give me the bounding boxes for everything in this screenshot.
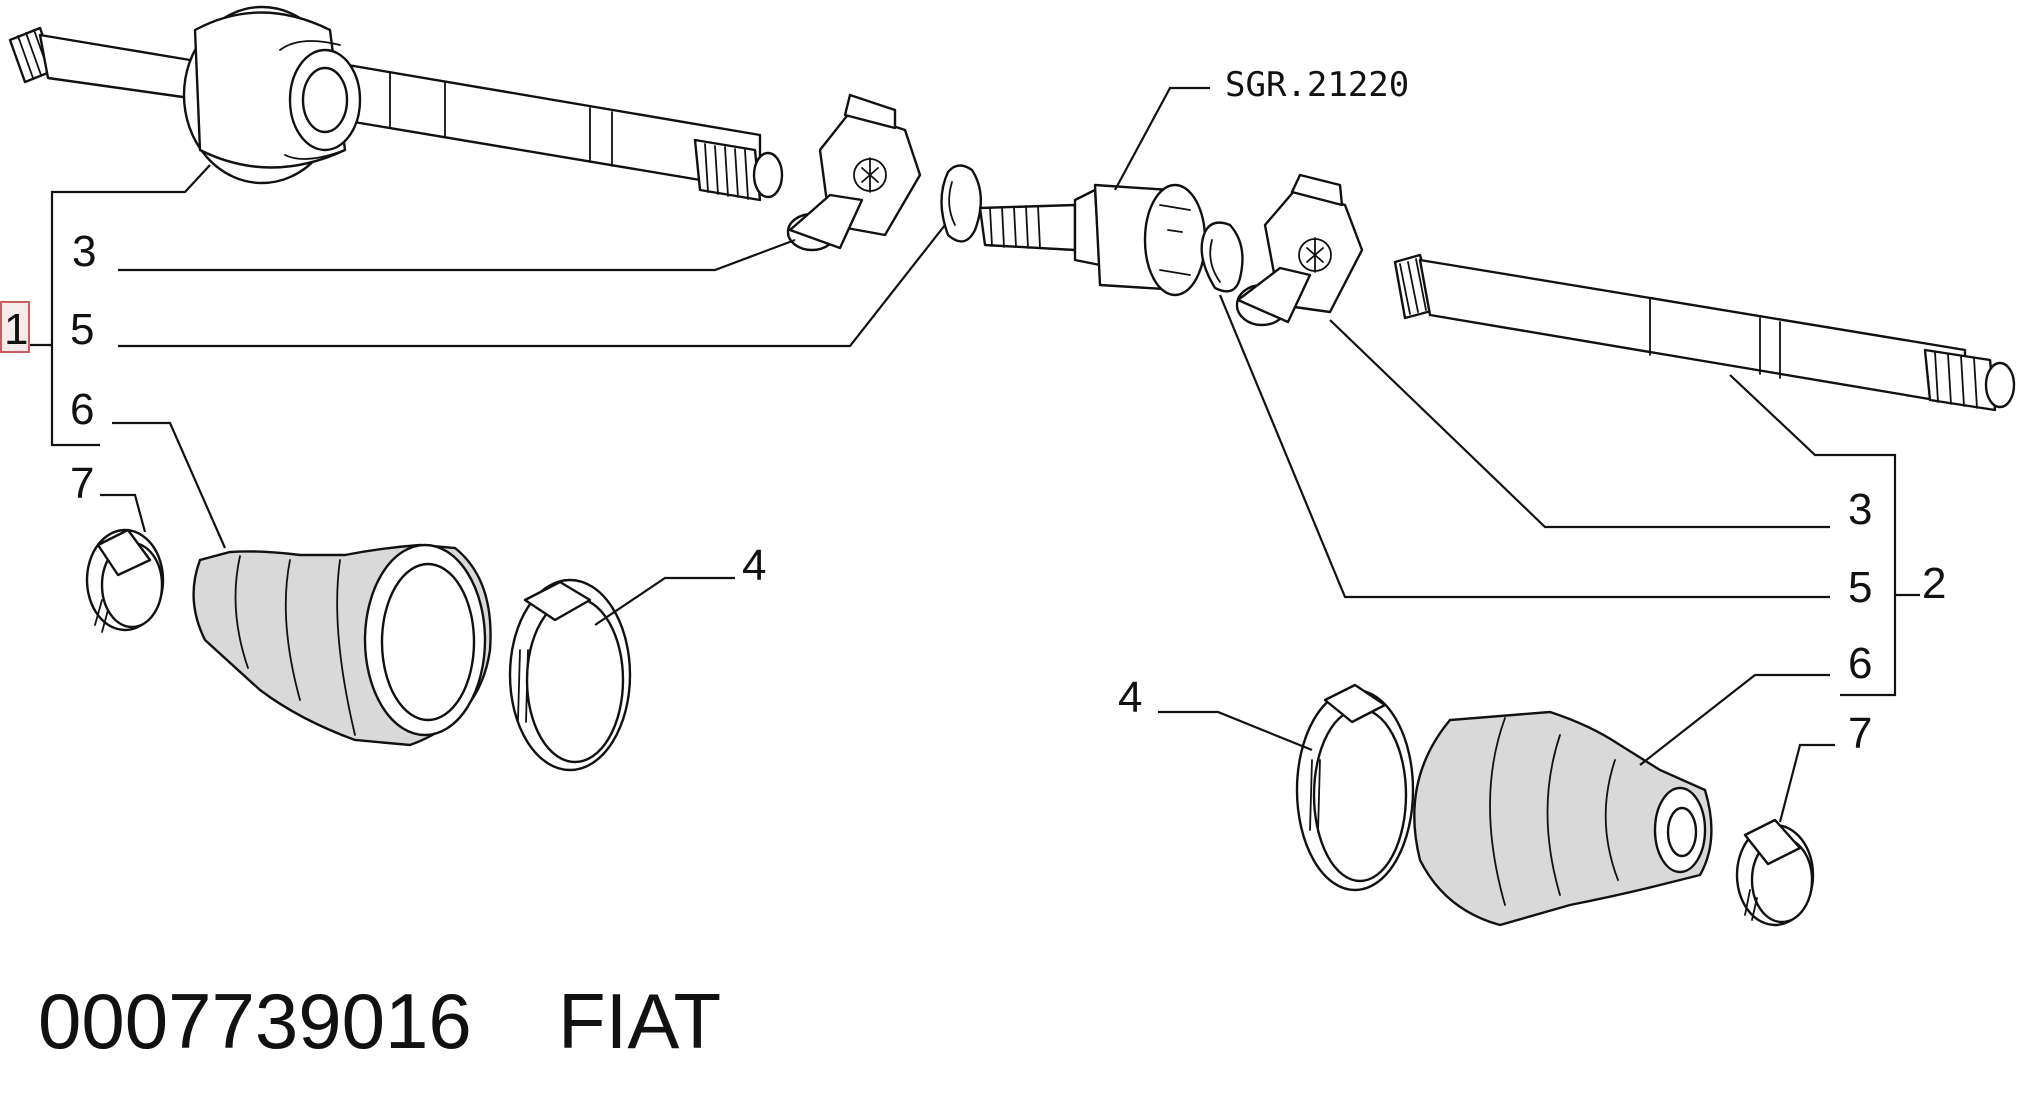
caption: 0007739016 FIAT — [38, 977, 721, 1065]
left-callouts: 1 3 5 6 7 4 — [0, 227, 766, 590]
right-shaft — [1393, 253, 2016, 412]
callout-left-5: 5 — [70, 305, 94, 354]
group-number-2: 2 — [1922, 559, 1946, 608]
right-boot — [1413, 710, 1713, 927]
group-1-highlight — [0, 301, 30, 353]
left-circlip — [940, 164, 983, 243]
brand-name: FIAT — [558, 977, 721, 1065]
callout-left-6: 6 — [70, 385, 94, 434]
center-housing — [978, 183, 1207, 297]
leader-lines — [26, 86, 1920, 823]
right-callouts: 3 5 6 7 4 2 — [1118, 485, 1946, 758]
callout-left-3: 3 — [72, 227, 96, 276]
right-tripod-joint — [1235, 173, 1364, 327]
callout-right-7: 7 — [1848, 709, 1872, 758]
callout-right-3: 3 — [1848, 485, 1872, 534]
callout-left-4: 4 — [742, 541, 766, 590]
right-circlip — [1200, 221, 1244, 293]
callout-right-5: 5 — [1848, 563, 1872, 612]
left-outer-cv-joint — [182, 5, 362, 185]
left-boot — [192, 543, 492, 747]
reference-label: SGR.21220 — [1225, 65, 1409, 105]
left-shaft — [8, 26, 784, 202]
callout-right-4: 4 — [1118, 673, 1142, 722]
left-small-clamp — [85, 528, 165, 633]
left-large-clamp — [508, 578, 632, 772]
right-large-clamp — [1295, 683, 1415, 892]
part-number: 0007739016 — [38, 977, 472, 1065]
callout-right-6: 6 — [1848, 639, 1872, 688]
right-small-clamp — [1735, 818, 1815, 927]
left-tripod-joint — [786, 93, 922, 252]
group-number-1: 1 — [4, 305, 28, 354]
callout-left-7: 7 — [70, 459, 94, 508]
